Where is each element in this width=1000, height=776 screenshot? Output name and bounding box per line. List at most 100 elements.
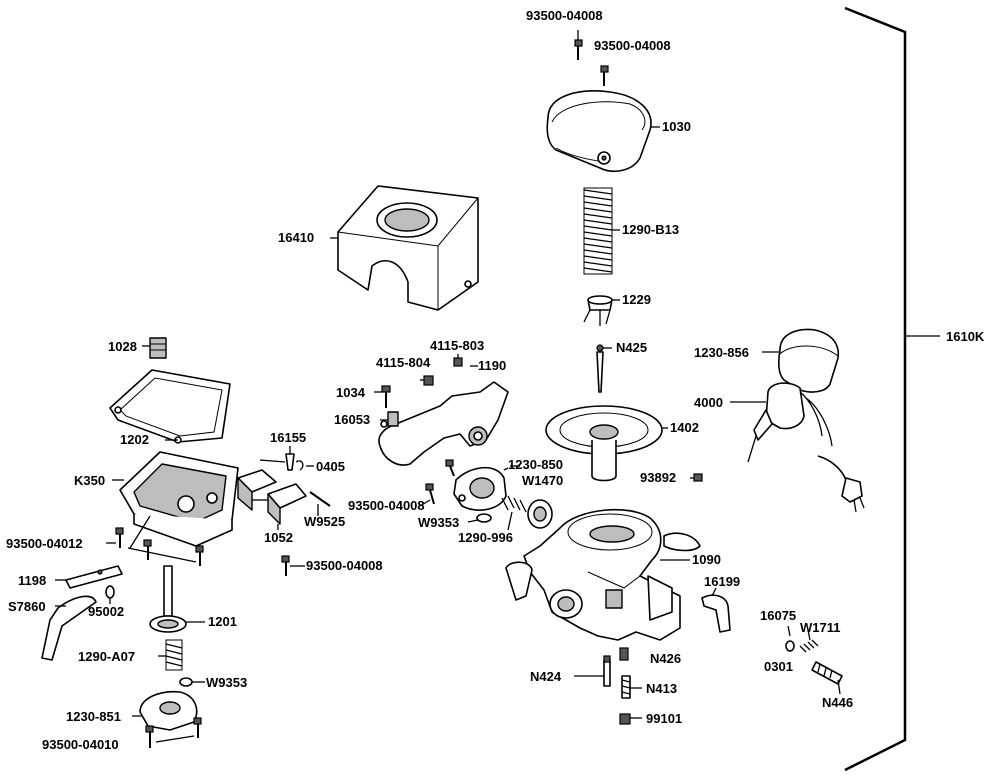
part-choke-cap-1230-856	[762, 328, 840, 393]
part-screw-n446	[811, 661, 843, 695]
part-screws-93500-04010	[145, 717, 202, 748]
part-sleeve-16053	[380, 411, 399, 427]
part-needle-n425	[596, 344, 612, 393]
part-float-1052	[237, 469, 307, 530]
label-93500-04008-a: 93500-04008	[526, 8, 603, 23]
part-screw-4115-803	[453, 354, 463, 367]
label-0405: 0405	[316, 459, 345, 474]
label-w1470: W1470	[522, 473, 563, 488]
label-n425: N425	[616, 340, 647, 355]
part-spring-1290-996	[501, 495, 527, 531]
part-air-cover-16410	[330, 185, 479, 311]
label-1230-851: 1230-851	[66, 709, 121, 724]
part-valve-16155	[285, 446, 295, 471]
part-oring-1090	[663, 532, 701, 552]
part-pin-w9525	[309, 491, 331, 516]
label-1402: 1402	[670, 420, 699, 435]
label-k350: K350	[74, 473, 105, 488]
label-1290-b13: 1290-B13	[622, 222, 679, 237]
leader-lines	[129, 459, 520, 549]
part-screw-top-b	[600, 65, 609, 86]
part-clip-0405	[295, 460, 314, 471]
label-93500-04008-d: 93500-04008	[306, 558, 383, 573]
part-spring-1290-a07	[158, 639, 183, 671]
part-screw-1034	[374, 385, 391, 408]
part-spring-1290-b13	[583, 187, 620, 275]
part-labels: 93500-04008 93500-04008 1030 16410 1290-…	[6, 8, 985, 752]
part-cover-1230-850	[453, 466, 509, 511]
part-screw-93500-04008-d	[281, 555, 305, 576]
part-plug-1028	[142, 337, 167, 359]
part-slide-1201	[149, 565, 205, 633]
label-1090: 1090	[692, 552, 721, 567]
label-1230-856: 1230-856	[694, 345, 749, 360]
label-16199: 16199	[704, 574, 740, 589]
part-diaphragm-1402	[545, 405, 668, 482]
part-spring-w1711	[799, 629, 819, 653]
label-4115-804: 4115-804	[376, 355, 431, 370]
label-99101: 99101	[646, 711, 682, 726]
part-screw-4115-804	[420, 375, 434, 386]
part-hose-s7860	[41, 595, 97, 661]
label-w9353-a: W9353	[418, 515, 459, 530]
label-93500-04008-c: 93500-04008	[348, 498, 425, 513]
label-w9525: W9525	[304, 514, 345, 529]
part-washer-0301	[785, 640, 795, 652]
part-jet-n424	[574, 655, 611, 687]
label-n446: N446	[822, 695, 853, 710]
label-16410: 16410	[278, 230, 314, 245]
label-1229: 1229	[622, 292, 651, 307]
label-1290-996: 1290-996	[458, 530, 513, 545]
label-93892: 93892	[640, 470, 676, 485]
label-1201: 1201	[208, 614, 237, 629]
part-carburetor-body	[505, 508, 690, 641]
part-pin-16075	[787, 625, 791, 637]
label-16075: 16075	[760, 608, 796, 623]
label-1028: 1028	[108, 339, 137, 354]
part-float-chamber-k350	[112, 451, 239, 547]
label-n426: N426	[650, 651, 681, 666]
part-bracket-1190	[378, 365, 509, 466]
label-1190: 1190	[478, 358, 506, 373]
part-ring-95002	[105, 585, 115, 604]
part-clip-1198	[55, 565, 123, 589]
label-n413: N413	[646, 681, 677, 696]
part-hose-16199	[701, 587, 731, 633]
part-screw-top-a	[574, 30, 583, 60]
part-screw-93892	[690, 473, 703, 482]
label-w1711: W1711	[800, 620, 840, 635]
label-93500-04008-b: 93500-04008	[594, 38, 671, 53]
label-93500-04010: 93500-04010	[42, 737, 119, 752]
label-93500-04012: 93500-04012	[6, 536, 83, 551]
label-1230-850: 1230-850	[508, 457, 563, 472]
part-screw-93500-04008-c	[419, 459, 455, 507]
label-1202: 1202	[120, 432, 149, 447]
label-16155: 16155	[270, 430, 306, 445]
part-jet-n413	[621, 675, 642, 699]
label-1052: 1052	[264, 530, 293, 545]
label-1034: 1034	[336, 385, 366, 400]
label-16053: 16053	[334, 412, 370, 427]
assembly-bracket	[844, 6, 940, 772]
part-gasket-1202	[109, 369, 231, 444]
label-4000: 4000	[694, 395, 723, 410]
part-jet-n426	[619, 647, 629, 661]
part-choke-4000	[730, 382, 865, 513]
label-w9353-b: W9353	[206, 675, 247, 690]
part-bolt-99101	[619, 713, 642, 725]
part-needle-clip-1229	[583, 295, 620, 326]
label-95002: 95002	[88, 604, 124, 619]
part-screws-93500-04012	[106, 527, 204, 566]
part-washer-w9353-b	[179, 677, 205, 687]
part-washer-w9353-a	[467, 513, 492, 523]
label-s7860: S7860	[8, 599, 46, 614]
part-diaphragm-w1470	[527, 499, 553, 529]
label-1610k: 1610K	[946, 329, 985, 344]
label-1290-a07: 1290-A07	[78, 649, 135, 664]
label-1198: 1198	[18, 573, 46, 588]
label-n424: N424	[530, 669, 562, 684]
part-carburetor-top-cap	[546, 90, 660, 172]
label-0301: 0301	[764, 659, 793, 674]
label-4115-803: 4115-803	[430, 338, 484, 353]
